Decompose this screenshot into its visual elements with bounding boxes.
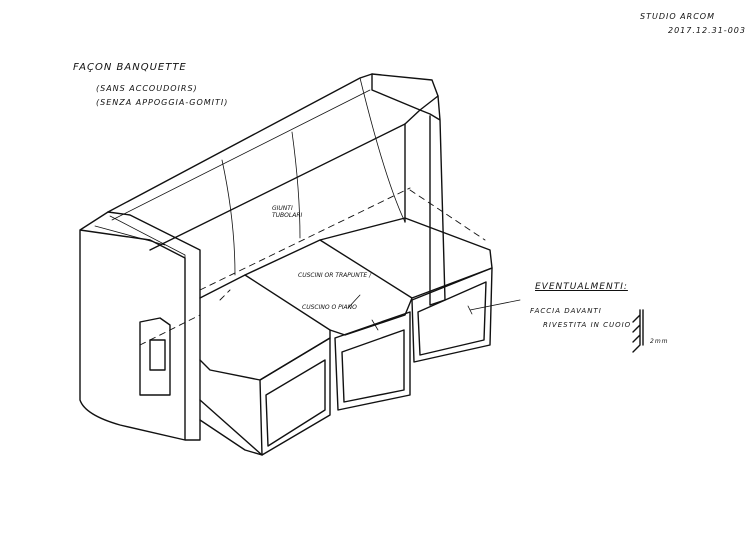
right-side [371,73,446,306]
leader-arrow [467,299,521,315]
front-box-left [259,337,331,456]
subtitle-it: (SENZA APPOGGIA-GOMITI) [96,98,229,107]
studio-name: STUDIO ARCOM [640,12,715,21]
joints-note: GIUNTI TUBOLARI [272,205,303,219]
thickness-note: 2mm [650,338,669,345]
backrest [107,73,439,251]
leather-thickness-symbol [632,309,644,353]
front-note-2: RIVESTITA IN CUOIO [543,321,632,329]
hidden-lines [139,187,486,346]
backrest-curve [111,77,406,223]
cushion-note-1: CUSCINI OR TRAPUNTE / [298,272,372,279]
backrest-seams [221,131,301,276]
seat-cushion-right [319,217,493,299]
cushion-note-2: CUSCINO O PIANO [302,304,357,311]
front-box-right [411,267,493,363]
base [199,399,263,456]
eventual-note: EVENTUALMENTI: [535,282,628,292]
front-box-middle [334,311,411,411]
seat-cushion-middle [244,239,413,336]
left-arm [79,211,201,441]
subtitle-fr: (SANS ACCOUDOIRS) [96,84,198,93]
title: FAÇON BANQUETTE [73,62,187,73]
drawing-ref: 2017.12.31-003 [668,26,746,35]
left-arm-inner [94,215,186,441]
front-note-1: FACCIA DAVANTI [530,307,602,315]
seat-cushion-left [199,274,331,381]
left-block [139,317,171,396]
cushion-arrow [347,294,379,331]
